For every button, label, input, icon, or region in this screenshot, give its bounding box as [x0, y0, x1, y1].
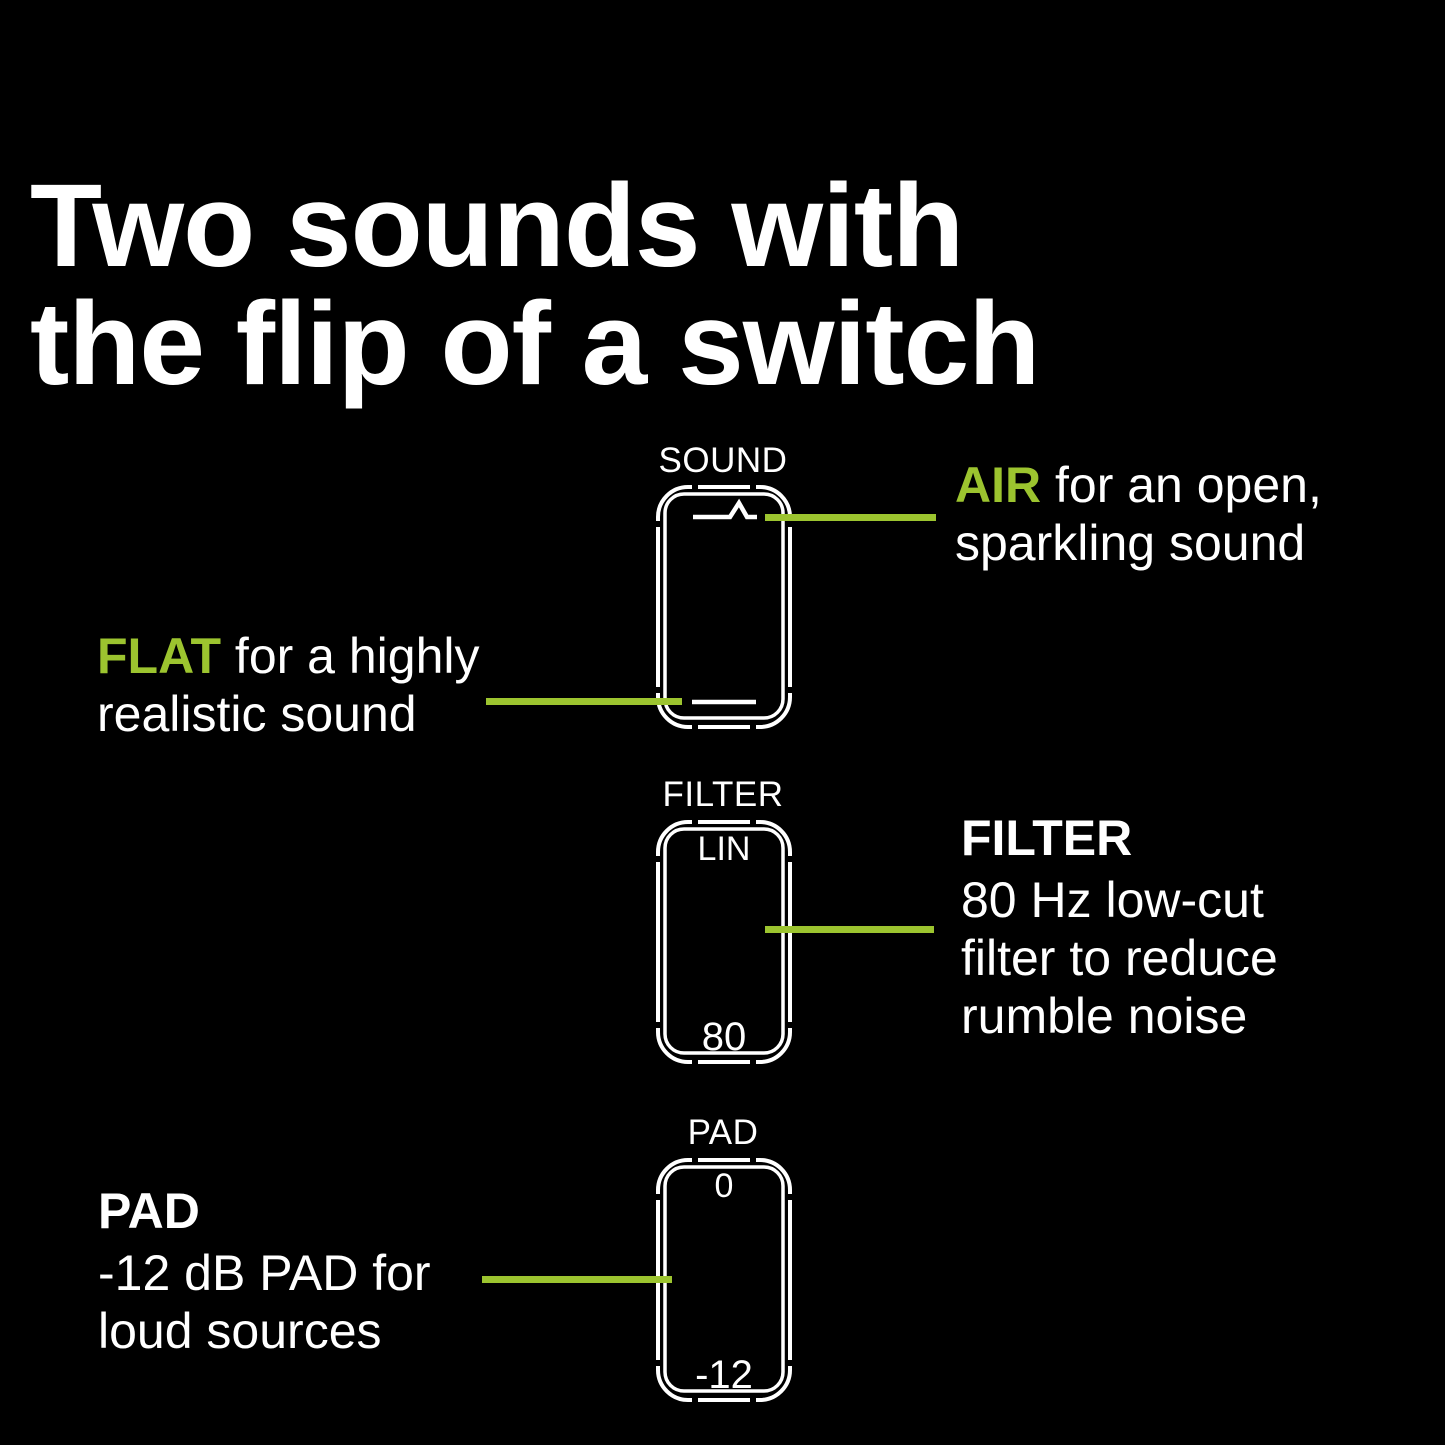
filter-switch-top-value: LIN [698, 830, 751, 868]
air-annotation: AIR for an open, sparkling sound [955, 456, 1322, 572]
pad-rocker-switch-icon: 0 -12 [656, 1158, 792, 1402]
switch-rocker-cap [663, 492, 785, 720]
sound-switch-label: SOUND [658, 441, 788, 480]
air-keyword: AIR [955, 457, 1042, 513]
air-connector-line [765, 514, 936, 521]
filter-annotation-line2: filter to reduce [961, 930, 1278, 986]
switch-bezel-outline [656, 1158, 792, 1402]
page-title-line1: Two sounds with [30, 160, 964, 292]
filter-annotation-heading: FILTER [961, 810, 1133, 866]
pad-annotation-line1: -12 dB PAD for [98, 1245, 431, 1301]
pad-switch-top-value: 0 [715, 1167, 734, 1205]
switch-rocker-cap [663, 827, 785, 1055]
pad-annotation: PAD -12 dB PAD for loud sources [98, 1182, 431, 1360]
flat-keyword: FLAT [97, 628, 222, 684]
air-annotation-line2: sparkling sound [955, 515, 1306, 571]
page-title: Two sounds with the flip of a switch [30, 160, 1040, 410]
flat-annotation: FLAT for a highly realistic sound [97, 627, 480, 743]
pad-switch-bottom-value: -12 [695, 1353, 753, 1397]
pad-annotation-line2: loud sources [98, 1303, 382, 1359]
flat-annotation-line1: for a highly [221, 628, 480, 684]
sound-rocker-switch-icon [656, 485, 792, 729]
air-annotation-line1: for an open, [1041, 457, 1322, 513]
filter-switch-bottom-value: 80 [702, 1015, 747, 1059]
switch-bezel-outline [656, 820, 792, 1064]
flat-annotation-line2: realistic sound [97, 686, 417, 742]
pad-switch-label: PAD [687, 1113, 759, 1152]
switch-bezel-outline [656, 485, 792, 729]
filter-annotation: FILTER 80 Hz low-cut filter to reduce ru… [961, 809, 1278, 1045]
pad-annotation-heading: PAD [98, 1183, 200, 1239]
filter-rocker-switch-icon: LIN 80 [656, 820, 792, 1064]
filter-annotation-line3: rumble noise [961, 988, 1248, 1044]
flat-connector-line [486, 698, 682, 705]
filter-annotation-line1: 80 Hz low-cut [961, 872, 1264, 928]
filter-connector-line [765, 926, 934, 933]
air-curve-icon [693, 498, 757, 520]
pad-connector-line [482, 1276, 672, 1283]
page-title-line2: the flip of a switch [30, 278, 1040, 410]
filter-switch-label: FILTER [662, 775, 784, 814]
